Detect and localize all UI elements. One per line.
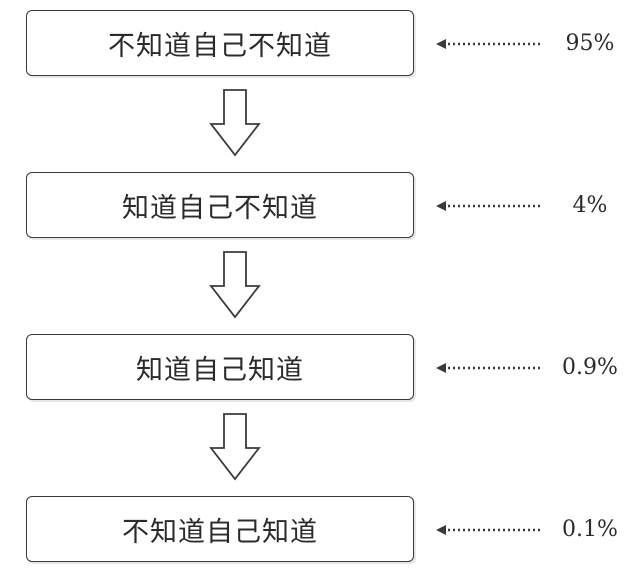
down-arrow-outline-icon — [209, 413, 261, 481]
dotted-left-arrow-icon — [436, 201, 540, 211]
percent-label-2: 4% — [572, 193, 608, 218]
percent-label-1: 95% — [565, 31, 615, 56]
stage-label-4: 不知道自己知道 — [122, 516, 318, 548]
stage-label-2: 知道自己不知道 — [122, 192, 318, 224]
stage-label-3: 知道自己知道 — [136, 354, 304, 386]
dotted-left-arrow-icon — [436, 525, 540, 535]
stage-box-3: 知道自己知道 — [26, 334, 414, 400]
stage-box-4: 不知道自己知道 — [26, 496, 414, 562]
percent-label-4: 0.1% — [562, 517, 618, 542]
dotted-left-arrow-icon — [436, 363, 540, 373]
down-arrow-outline-icon — [209, 89, 261, 157]
percent-label-3: 0.9% — [562, 355, 618, 380]
stage-label-1: 不知道自己不知道 — [108, 30, 332, 62]
dotted-left-arrow-icon — [436, 39, 540, 49]
stage-box-2: 知道自己不知道 — [26, 172, 414, 238]
down-arrow-outline-icon — [209, 251, 261, 319]
stage-box-1: 不知道自己不知道 — [26, 10, 414, 76]
